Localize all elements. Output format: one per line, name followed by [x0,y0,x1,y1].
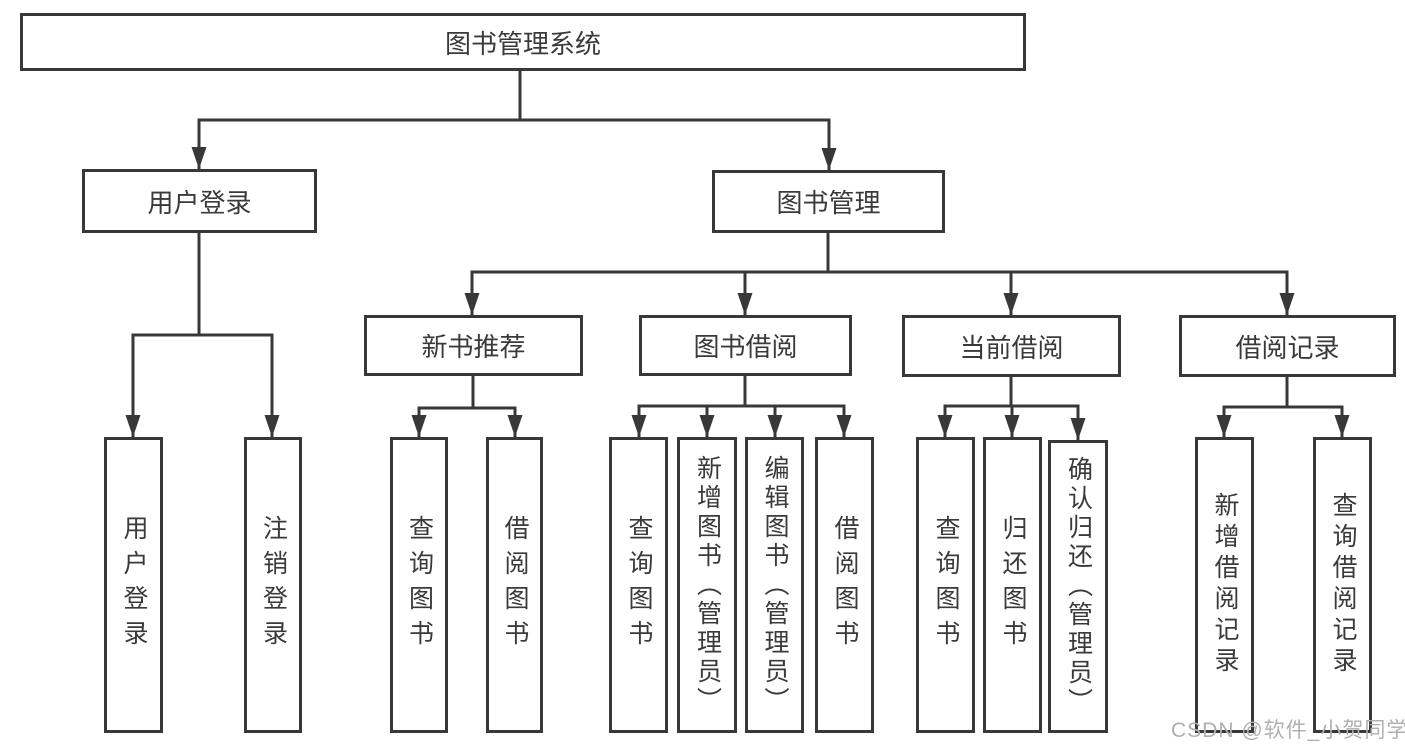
leaf-bb-query-books-label: 查询图书 [625,515,653,655]
leaf-br-query-record: 查询借阅记录 [1313,437,1372,733]
leaf-logout: 注销登录 [244,437,302,733]
leaf-bb-borrow-books-label: 借阅图书 [831,515,859,655]
leaf-br-query-record-label: 查询借阅记录 [1329,492,1357,678]
leaf-cb-return-books-label: 归还图书 [999,515,1027,655]
leaf-bb-edit-books-admin-label: 编辑图书（管理员） [761,454,789,716]
leaf-user-login-label: 用户登录 [120,515,148,655]
leaf-nb-borrow-books-label: 借阅图书 [501,515,529,655]
node-library-system: 图书管理系统 [20,13,1026,71]
node-new-book-recommend-label: 新书推荐 [421,332,526,362]
node-borrowing-records: 借阅记录 [1179,315,1396,377]
node-borrowing-records-label: 借阅记录 [1235,332,1340,363]
node-current-borrowing-label: 当前借阅 [959,332,1064,363]
leaf-bb-query-books: 查询图书 [609,437,668,733]
leaf-br-add-record: 新增借阅记录 [1195,437,1254,733]
leaf-nb-query-books: 查询图书 [390,437,448,733]
leaf-cb-confirm-return-admin: 确认归还（管理员） [1048,440,1108,733]
leaf-bb-add-books-admin: 新增图书（管理员） [677,437,737,733]
leaf-bb-add-books-admin-label: 新增图书（管理员） [693,454,722,716]
csdn-watermark: CSDN @软件_小贺同学 [1171,719,1405,742]
node-book-management: 图书管理 [712,170,945,233]
node-user-login-label: 用户登录 [147,187,252,218]
leaf-bb-borrow-books: 借阅图书 [815,437,874,733]
node-book-borrowing: 图书借阅 [639,315,852,376]
leaf-bb-edit-books-admin: 编辑图书（管理员） [745,437,804,733]
leaf-br-add-record-label: 新增借阅记录 [1211,492,1239,678]
node-current-borrowing: 当前借阅 [902,315,1121,377]
leaf-logout-label: 注销登录 [259,515,288,655]
node-new-book-recommend: 新书推荐 [364,315,583,376]
leaf-nb-query-books-label: 查询图书 [405,515,434,655]
leaf-cb-query-books: 查询图书 [916,437,975,733]
leaf-user-login: 用户登录 [104,437,163,733]
node-book-management-label: 图书管理 [776,188,881,218]
leaf-cb-return-books: 归还图书 [983,437,1042,733]
leaf-nb-borrow-books: 借阅图书 [486,437,543,733]
leaf-cb-query-books-label: 查询图书 [932,515,960,655]
node-library-system-label: 图书管理系统 [444,28,601,59]
node-user-login: 用户登录 [82,169,317,233]
node-book-borrowing-label: 图书借阅 [693,332,798,362]
leaf-cb-confirm-return-admin-label: 确认归还（管理员） [1064,456,1093,717]
